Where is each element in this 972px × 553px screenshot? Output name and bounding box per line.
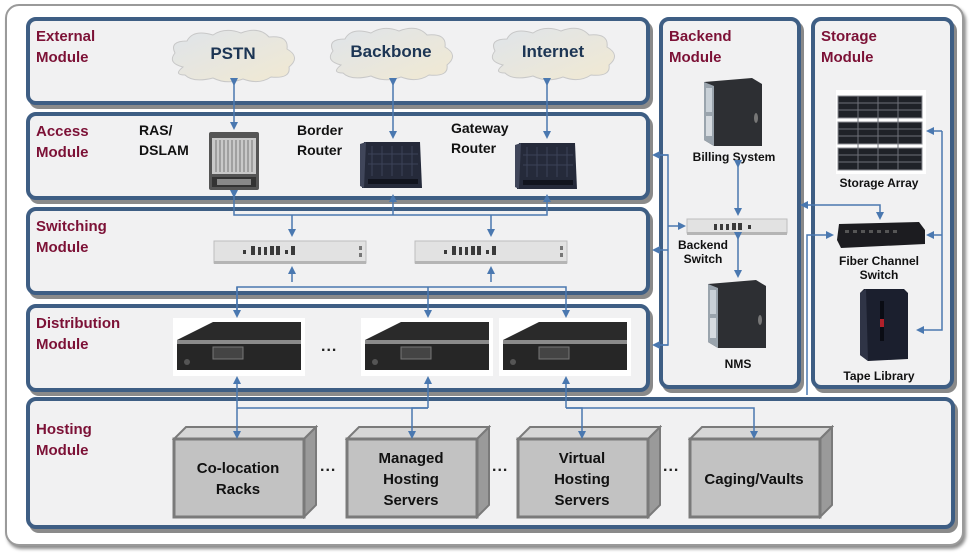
caging-vaults-label: Caging/Vaults — [704, 470, 804, 488]
fiber-channel-switch-icon — [837, 222, 925, 248]
switch-icon — [213, 240, 367, 264]
colocation-label: Co-location Racks — [196, 460, 280, 498]
chassis-icon — [209, 132, 259, 190]
switch-icon — [414, 240, 568, 264]
distribution-switch-icon — [173, 318, 305, 376]
distribution-module-title: Distribution Module — [36, 315, 121, 353]
access-module-title: Access Module — [36, 123, 89, 161]
internet-label: Internet — [521, 42, 585, 61]
external-module-title: External Module — [36, 28, 96, 66]
hosting-ellipsis-1: ... — [320, 458, 337, 475]
cloud-icon — [171, 29, 295, 83]
switching-module-title: Switching Module — [36, 218, 107, 256]
colocation-box — [172, 425, 318, 519]
fiber-channel-switch-label: Fiber Channel Switch — [838, 254, 919, 282]
virtual-hosting-label: Virtual Hosting Servers — [554, 449, 610, 509]
cloud-icon — [329, 27, 453, 81]
border-router-label: Border Router — [297, 122, 343, 158]
backbone-label: Backbone — [350, 42, 432, 61]
distribution-switch-icon — [499, 318, 631, 376]
distribution-switch-icon — [361, 318, 493, 376]
managed-hosting-label: Managed Hosting Servers — [378, 449, 444, 509]
internet-cloud: Internet — [483, 25, 623, 83]
cloud-icon — [491, 27, 615, 81]
storage-array-label: Storage Array — [839, 176, 919, 190]
hosting-ellipsis-3: ... — [663, 458, 680, 475]
nms-label: NMS — [724, 357, 752, 371]
router-icon — [360, 142, 422, 188]
tape-library-icon — [860, 289, 908, 361]
billing-system-label: Billing System — [692, 150, 776, 164]
storage-array-icon — [836, 90, 926, 174]
billing-server-icon — [704, 78, 762, 146]
backend-module-title: Backend Module — [669, 28, 732, 66]
backend-switch-label: Backend Switch — [677, 238, 729, 266]
nms-server-icon — [708, 280, 766, 348]
backend-switch-icon — [686, 218, 788, 235]
distribution-ellipsis: ... — [321, 338, 338, 355]
backbone-cloud: Backbone — [321, 25, 461, 83]
gateway-router-label: Gateway Router — [451, 120, 509, 156]
ras-dslam-label: RAS/ DSLAM — [139, 122, 189, 158]
tape-library-label: Tape Library — [843, 369, 915, 383]
pstn-cloud: PSTN — [163, 27, 303, 85]
pstn-label: PSTN — [210, 44, 256, 63]
hosting-ellipsis-2: ... — [492, 458, 509, 475]
storage-module-title: Storage Module — [821, 28, 877, 66]
router-icon — [515, 143, 577, 189]
hosting-module-title: Hosting Module — [36, 421, 92, 459]
